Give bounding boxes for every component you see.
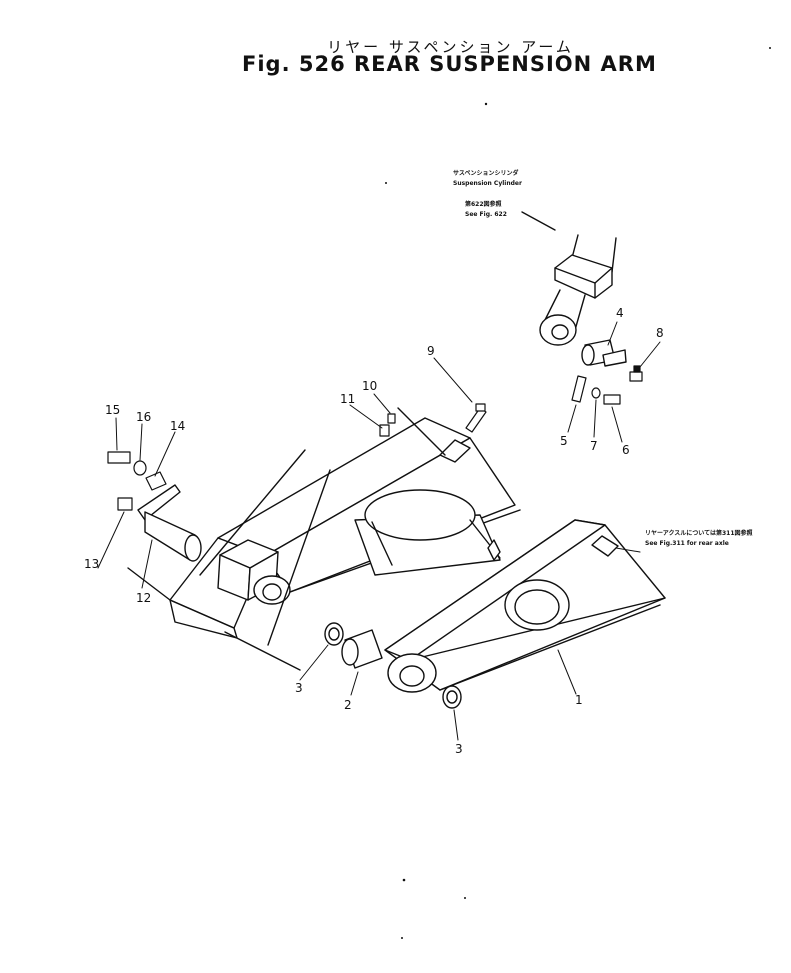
callout-10: 10: [362, 379, 378, 393]
callout-14: 14: [170, 419, 186, 433]
callout-15: 15: [105, 403, 121, 417]
note-cylinder-ref-jp: 第622図参照: [465, 201, 502, 208]
thrust-washers: [324, 622, 462, 709]
callout-5: 5: [560, 434, 568, 448]
callout-1: 1: [575, 693, 583, 707]
note-cylinder-en: Suspension Cylinder: [453, 180, 522, 187]
cross-tube: [354, 489, 501, 576]
callout-16: 16: [136, 410, 152, 424]
callout-11: 11: [340, 392, 356, 406]
figure-title-japanese: リヤー サスペンション アーム: [327, 38, 574, 56]
leader-lines: [97, 321, 661, 741]
note-cylinder-ref-en: See Fig. 622: [465, 211, 507, 218]
figure-title: Fig. 526 REAR SUSPENSION ARM: [242, 52, 657, 76]
pin-4: [581, 339, 627, 367]
note-axle-jp: リヤーアクスルについては第311図参照: [645, 530, 753, 537]
note-axle-en: See Fig.311 for rear axle: [645, 540, 729, 547]
callout-9: 9: [427, 344, 435, 358]
suspension-cylinder: [521, 211, 617, 346]
bushing-2: [341, 629, 383, 669]
callout-6: 6: [622, 443, 630, 457]
callout-8: 8: [656, 326, 664, 340]
callout-2: 2: [344, 698, 352, 712]
right-arm: [384, 519, 666, 693]
callout-7: 7: [590, 439, 598, 453]
small-hardware: [107, 365, 643, 511]
note-cylinder-jp: サスペンションシリンダ: [453, 170, 519, 177]
scan-specks: [385, 47, 771, 939]
callout-4: 4: [616, 306, 624, 320]
callout-12: 12: [136, 591, 152, 605]
callout-3a: 3: [295, 681, 303, 695]
pin-12: [137, 484, 202, 562]
callout-13: 13: [84, 557, 100, 571]
callout-3b: 3: [455, 742, 463, 756]
